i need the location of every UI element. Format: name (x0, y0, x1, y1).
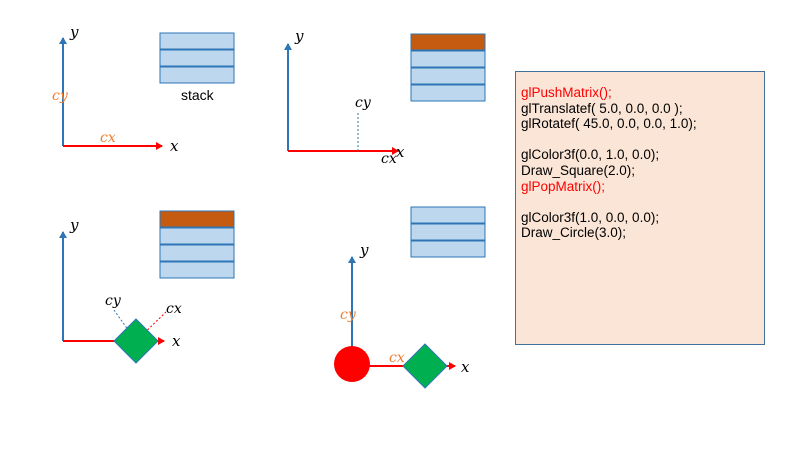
panel3-cy-label: cy (105, 293, 122, 309)
panel4-stack (410, 206, 486, 258)
panel2-cx-label: cx (381, 151, 397, 167)
panel-rotate-draw-square: y x cy cx (59, 210, 235, 364)
panel1-cy-label: cy (52, 88, 69, 104)
panel2-y-label: y (294, 27, 304, 45)
panel1-cx-label: cx (100, 130, 116, 146)
panel2-stack (410, 33, 486, 102)
code-panel: glPushMatrix(); glTranslatef( 5.0, 0.0, … (515, 71, 765, 345)
stack-cell (410, 223, 486, 241)
stack-cell (410, 84, 486, 102)
stack-cell (159, 66, 235, 84)
green-square (113, 318, 159, 364)
stack-cell (159, 244, 235, 262)
stack-cell (159, 49, 235, 67)
panel3-y-label: y (69, 216, 79, 234)
code-line-rotate: glRotatef( 45.0, 0.0, 0.0, 1.0); (521, 116, 697, 132)
panel3-cx-label: cx (166, 301, 182, 317)
panel-pop-draw-circle: y x cy cx (334, 206, 486, 389)
code-line-color-red: glColor3f(1.0, 0.0, 0.0); (521, 209, 660, 225)
panel1-y-label: y (69, 23, 79, 41)
stack-cell (159, 261, 235, 279)
panel2-cy-label: cy (355, 95, 372, 111)
stack-cell (159, 227, 235, 245)
stack-cell (410, 240, 486, 258)
red-circle (334, 346, 370, 382)
code-line-draw-square: Draw_Square(2.0); (521, 162, 636, 178)
panel3-x-label: x (172, 332, 181, 350)
stack-cell-top (159, 210, 235, 228)
stack-cell (410, 67, 486, 85)
code-line-pop: glPopMatrix(); (521, 178, 606, 194)
code-line-blank (521, 194, 764, 210)
code-line-push: glPushMatrix(); (521, 85, 612, 100)
stack-cell (159, 32, 235, 50)
panel4-x-label: x (461, 358, 470, 376)
panel3-local-cx-axis (135, 311, 167, 342)
panel4-cy-label: cy (340, 307, 357, 323)
stack-cell (410, 206, 486, 224)
panel4-cx-label: cx (389, 350, 405, 366)
panel-push-translate: y x cy cx (284, 27, 486, 167)
panel-initial: y x cy cx stack (52, 23, 235, 155)
stack-cell-top (410, 33, 486, 51)
stack-cell (410, 50, 486, 68)
panel3-stack (159, 210, 235, 279)
panel1-stack (159, 32, 235, 84)
panel2-x-label: x (396, 143, 405, 161)
green-square (402, 343, 448, 389)
code-line-blank (521, 132, 764, 148)
panel4-y-label: y (359, 241, 369, 259)
code-line-draw-circle: Draw_Circle(3.0); (521, 225, 627, 241)
stack-label: stack (181, 87, 215, 103)
code-line-translate: glTranslatef( 5.0, 0.0, 0.0 ); (521, 100, 683, 116)
panel1-x-label: x (170, 137, 179, 155)
code-line-color-green: glColor3f(0.0, 1.0, 0.0); (521, 147, 660, 163)
